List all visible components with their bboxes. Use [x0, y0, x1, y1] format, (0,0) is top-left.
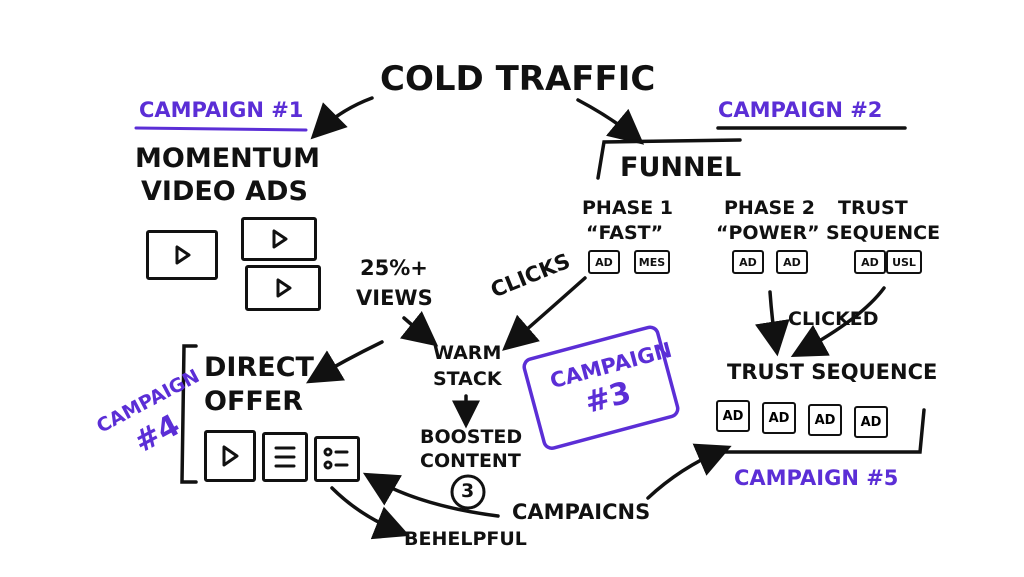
video-ad-thumb-3 — [245, 265, 321, 311]
campaigns-label: CAMPAICNS — [512, 500, 651, 524]
video-ad-thumb-2 — [241, 217, 317, 261]
campaign3-box — [522, 325, 680, 450]
phase2-tag-ad-1: AD — [732, 250, 764, 274]
views-line1: 25%+ — [360, 256, 428, 280]
arrow-warm-to-offer — [305, 340, 384, 384]
phase2-tag-ad-2: AD — [776, 250, 808, 274]
arrow-phase2-to-trust — [754, 290, 790, 357]
play-icon — [276, 278, 292, 298]
trust-sequence-title: TRUST SEQUENCE — [727, 360, 938, 384]
trust-line1: TRUST — [838, 197, 908, 219]
offer-document-card — [262, 432, 308, 482]
clicked-label: CLICKED — [788, 308, 879, 330]
momentum-line2: VIDEO ADS — [141, 176, 308, 207]
cold-traffic-title: COLD TRAFFIC — [380, 59, 656, 99]
arrow-views-to-warm — [399, 311, 439, 347]
phase2-line2: “POWER” — [716, 222, 820, 244]
arrow-campaigns-to-offer — [362, 472, 500, 518]
offer-video-card — [204, 430, 256, 482]
trust-sequence-ad-2: AD — [762, 402, 796, 434]
trust-line2: SEQUENCE — [826, 222, 941, 244]
arrow-offer-to-behelpful — [330, 486, 410, 540]
trust-sequence-ad-4: AD — [854, 406, 888, 438]
offer-checklist-card — [314, 436, 360, 482]
direct-offer-line2: OFFER — [204, 386, 304, 417]
campaign5-bracket — [716, 408, 926, 454]
funnel-bracket — [596, 138, 742, 180]
trust-sequence-ad-1: AD — [716, 400, 750, 432]
campaign1-rule — [134, 126, 308, 132]
direct-offer-line1: DIRECT — [204, 352, 314, 383]
boosted-count: 3 — [461, 480, 475, 502]
trust-sequence-ad-3: AD — [808, 404, 842, 436]
trust-tag-usl: USL — [886, 250, 922, 274]
boosted-count-circle — [450, 474, 486, 510]
trust-tag-ad: AD — [854, 250, 886, 274]
document-icon — [274, 446, 296, 468]
campaign2-label: CAMPAIGN #2 — [718, 98, 883, 122]
play-icon — [222, 445, 239, 467]
phase1-tag-ad: AD — [588, 250, 620, 274]
views-line2: VIEWS — [356, 286, 433, 310]
play-icon — [175, 245, 191, 265]
arrow-trust-to-sequence — [790, 286, 886, 358]
campaign1-label: CAMPAIGN #1 — [139, 98, 304, 122]
phase1-tag-mes: MES — [634, 250, 670, 274]
campaign4-bracket — [180, 344, 198, 484]
arrow-campaigns-to-c5 — [646, 443, 732, 500]
warm-stack-line2: STACK — [433, 368, 502, 390]
funnel-title: FUNNEL — [620, 152, 742, 183]
video-ad-thumb-1 — [146, 230, 218, 280]
phase2-line1: PHASE 2 — [724, 197, 816, 219]
arrow-cold-to-funnel — [576, 98, 645, 145]
checklist-icon — [323, 447, 349, 470]
behelpful-label: BEHELPFUL — [404, 528, 527, 550]
campaign5-label: CAMPAIGN #5 — [734, 466, 899, 490]
warm-stack-line1: WARM — [433, 342, 502, 364]
boosted-line2: CONTENT — [420, 450, 521, 472]
momentum-line1: MOMENTUM — [135, 143, 320, 174]
phase1-line2: “FAST” — [586, 222, 664, 244]
play-icon — [272, 229, 288, 249]
arrow-cold-to-momentum — [310, 96, 374, 140]
boosted-line1: BOOSTED — [420, 426, 523, 448]
arrow-clicks-to-warm — [502, 276, 587, 351]
phase1-line1: PHASE 1 — [582, 197, 674, 219]
